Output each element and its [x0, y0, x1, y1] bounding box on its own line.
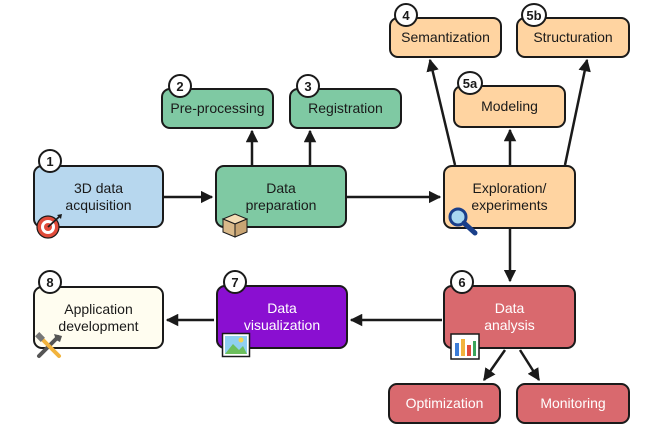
node-optimization: Optimization — [388, 383, 501, 424]
step-badge-4: 4 — [394, 3, 418, 27]
arrow-exploration-to-semantization — [426, 58, 457, 166]
magnifier-icon — [448, 207, 478, 236]
node-monitoring: Monitoring — [516, 383, 630, 424]
node-label: Pre-processing — [170, 100, 265, 116]
node-label: Data analysis — [484, 300, 535, 333]
tools-icon — [35, 332, 62, 358]
step-badge-3: 3 — [296, 74, 320, 98]
bar-chart-icon — [450, 333, 480, 360]
node-label: Modeling — [481, 98, 538, 114]
step-badge-6: 6 — [450, 270, 474, 294]
node-label: Monitoring — [540, 395, 606, 411]
node-label: Exploration/ experiments — [471, 180, 548, 213]
target-icon — [36, 214, 62, 239]
node-label: Semantization — [401, 29, 490, 45]
step-badge-1: 1 — [38, 149, 62, 173]
picture-icon — [221, 332, 251, 358]
node-label: Data visualization — [243, 300, 321, 333]
arrow-analysis-to-optimization — [482, 349, 507, 382]
node-label: Optimization — [405, 395, 484, 411]
node-registration: Registration — [289, 88, 402, 129]
step-badge-2: 2 — [168, 74, 192, 98]
arrow-exploration-to-structuration — [563, 58, 591, 166]
arrow-analysis-to-monitoring — [518, 349, 541, 382]
step-badge-7: 7 — [223, 270, 247, 294]
node-label: 3D data acquisition — [65, 179, 132, 213]
node-3d-data-acquisition: 3D data acquisition — [33, 165, 164, 228]
node-label: Structuration — [533, 29, 613, 45]
node-label: Data preparation — [245, 179, 317, 213]
node-label: Registration — [308, 100, 383, 116]
step-badge-8: 8 — [38, 270, 62, 294]
step-badge-5a: 5a — [457, 71, 483, 95]
node-label: Application development — [58, 300, 139, 334]
box-icon — [221, 213, 249, 238]
step-badge-5b: 5b — [521, 3, 547, 27]
